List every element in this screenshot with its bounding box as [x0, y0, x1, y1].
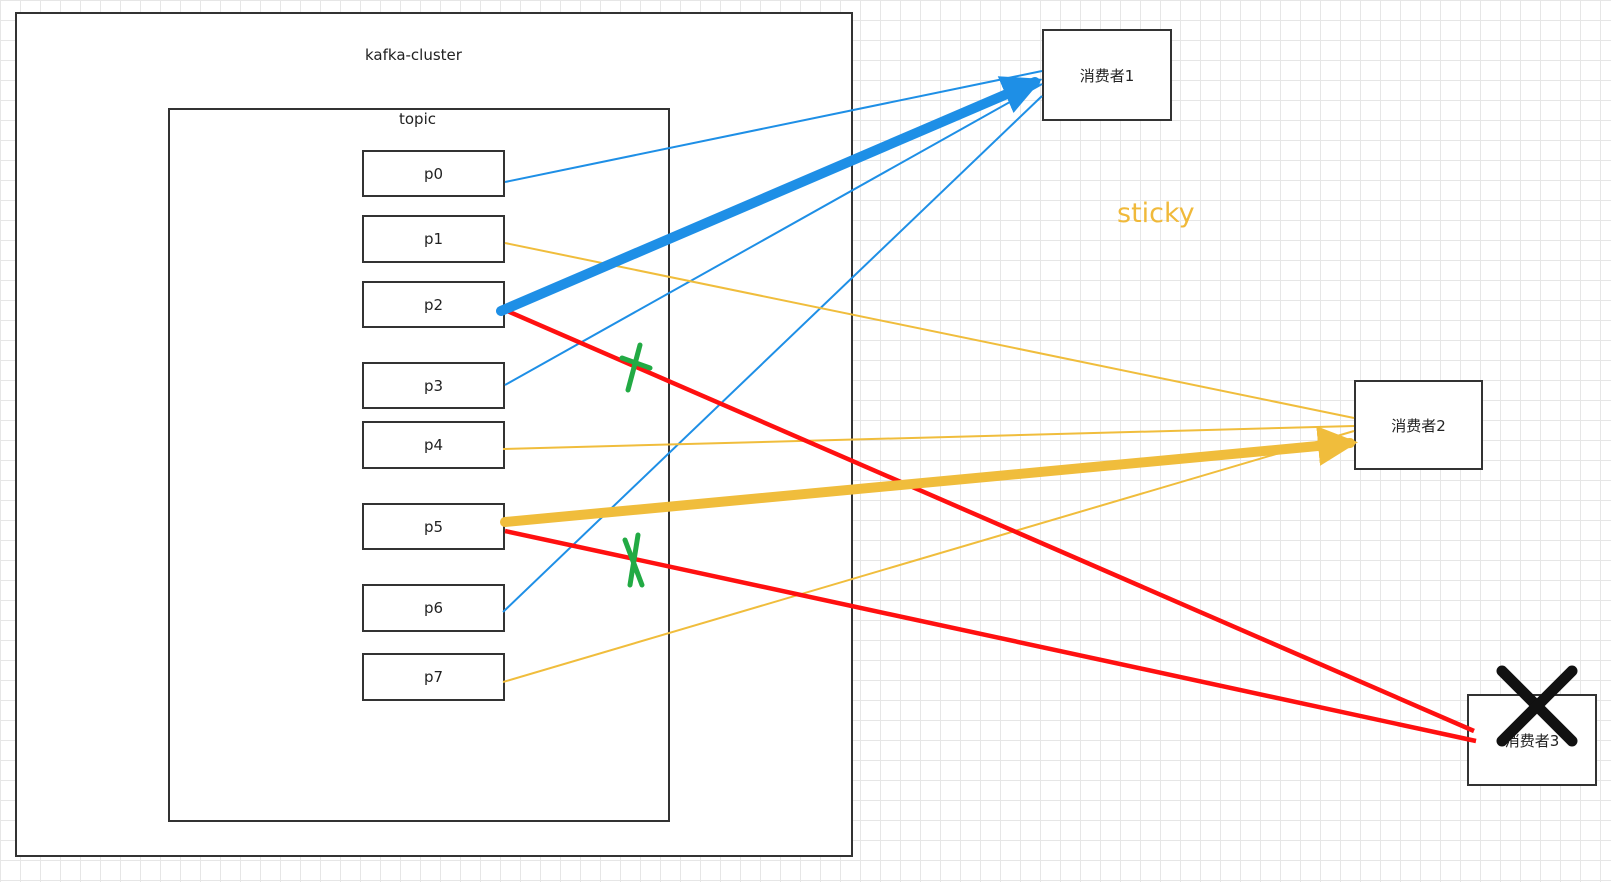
- cluster-label: kafka-cluster: [365, 46, 462, 64]
- topic-label: topic: [399, 110, 436, 128]
- arrow-p2-to-consumer1: [496, 76, 1043, 316]
- strategy-label: sticky: [1117, 198, 1195, 229]
- line-p0-consumer1: [504, 70, 1043, 183]
- arrow-p5-to-consumer2: [500, 426, 1358, 527]
- strike-mark-p2: [619, 342, 653, 393]
- line-p2-consumer3-removed: [504, 307, 1475, 734]
- line-p1-consumer2: [504, 242, 1355, 419]
- partition-p1[interactable]: p1: [362, 215, 505, 263]
- partition-p3[interactable]: p3: [362, 362, 505, 409]
- partition-p7[interactable]: p7: [362, 653, 505, 701]
- partition-p2[interactable]: p2: [362, 281, 505, 328]
- line-p6-consumer1: [502, 95, 1043, 613]
- partition-p5[interactable]: p5: [362, 503, 505, 550]
- consumer-2[interactable]: 消费者2: [1354, 380, 1483, 470]
- partition-p6[interactable]: p6: [362, 584, 505, 632]
- strike-mark-p5: [622, 532, 645, 588]
- line-p3-consumer1: [504, 83, 1043, 386]
- line-p5-consumer3-removed: [504, 528, 1477, 744]
- line-p7-consumer2: [502, 430, 1355, 683]
- consumer-1[interactable]: 消费者1: [1042, 29, 1172, 121]
- partition-p4[interactable]: p4: [362, 421, 505, 469]
- partition-p0[interactable]: p0: [362, 150, 505, 197]
- consumer-3-removed-x-icon: [1496, 665, 1578, 747]
- line-p4-consumer2: [502, 425, 1355, 450]
